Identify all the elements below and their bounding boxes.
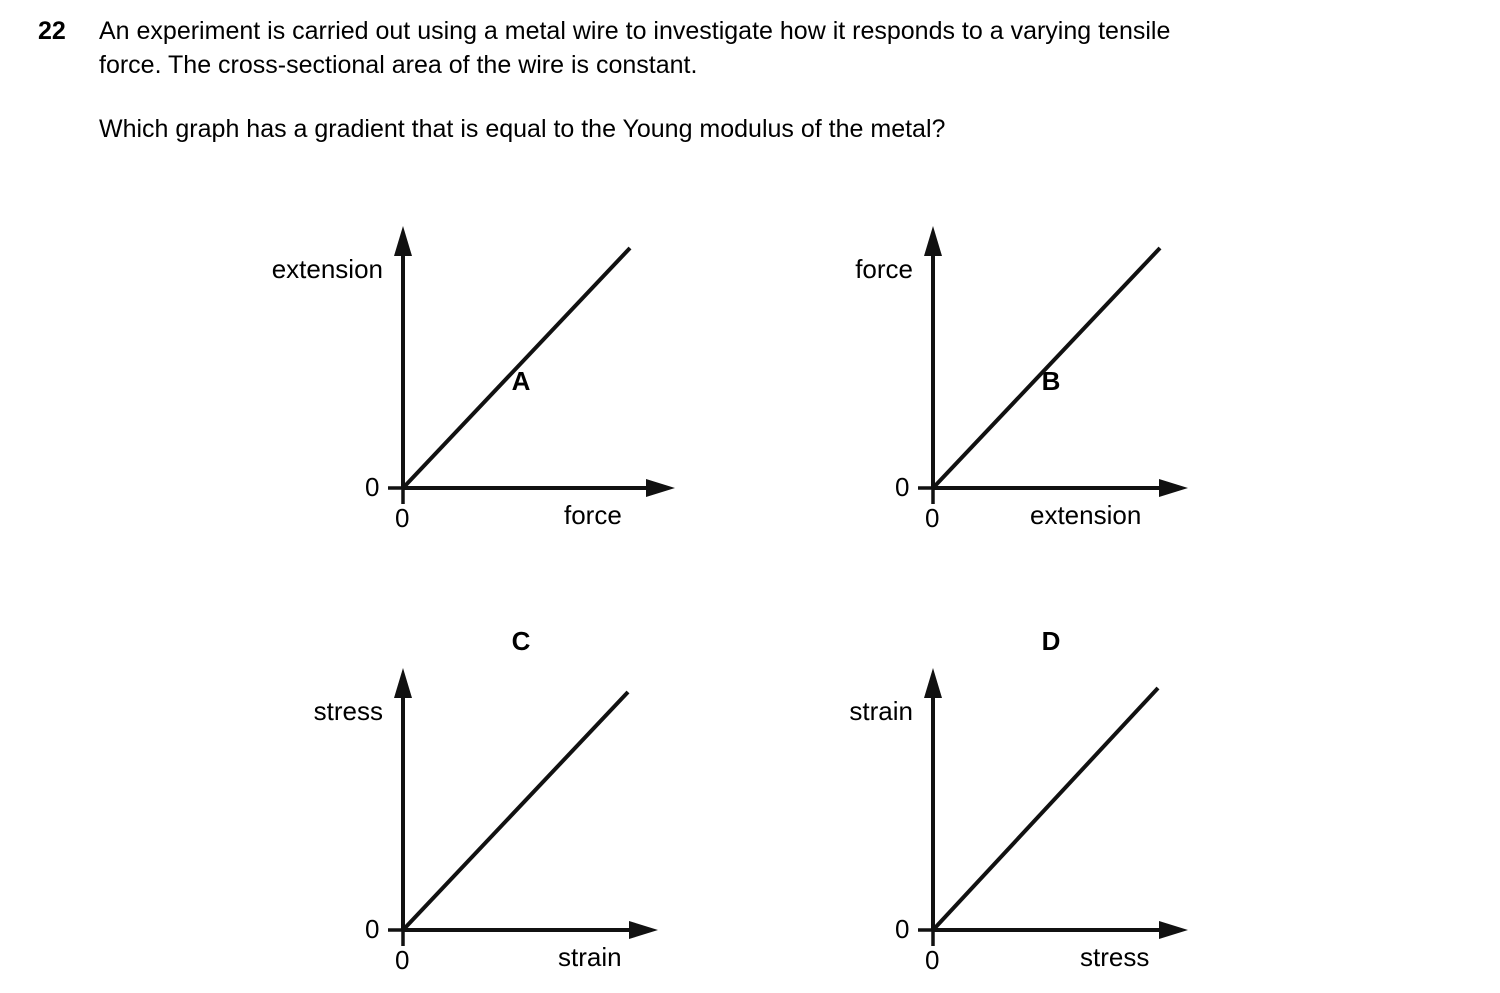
question-stem-line-1: An experiment is carried out using a met… [99,17,1171,45]
graph-a-y-axis-label: extension [271,254,383,284]
option-graph-d[interactable]: D strain stress 0 0 [730,620,1250,990]
graph-c-x-origin-zero: 0 [395,945,410,975]
question-number: 22 [38,17,66,45]
graph-b-y-origin-zero: 0 [895,472,910,502]
graph-a-y-origin-zero: 0 [365,472,380,502]
graph-c-x-axis-label: strain [558,942,622,972]
question-stem-line-2: force. The cross-sectional area of the w… [99,51,698,79]
option-letter-b: B [1041,366,1061,396]
graph-b-x-origin-zero: 0 [925,503,940,533]
graph-b-x-axis-label: extension [1030,500,1142,530]
graph-d-y-axis-label: strain [849,696,913,726]
graph-a-axes-and-line [388,226,675,504]
option-graph-a[interactable]: A extension force 0 0 [200,180,720,550]
graph-d-x-axis-label: stress [1080,942,1150,972]
graph-c-axes-and-line [388,668,658,946]
option-letter-a: A [511,366,531,396]
option-letter-d: D [1041,626,1061,656]
graph-d-y-origin-zero: 0 [895,914,910,944]
graph-a-x-axis-label: force [564,500,622,530]
graph-d-axes-and-line [918,668,1188,946]
graph-c-y-axis-label: stress [313,696,383,726]
option-graph-b[interactable]: B force extension 0 0 [730,180,1250,550]
graph-a-x-origin-zero: 0 [395,503,410,533]
option-graph-c[interactable]: C stress strain 0 0 [200,620,720,990]
graph-b-axes-and-line [918,226,1188,504]
question-prompt: Which graph has a gradient that is equal… [99,115,946,143]
question-stem: An experiment is carried out using a met… [99,14,1439,82]
option-letter-c: C [511,626,531,656]
graph-c-y-origin-zero: 0 [365,914,380,944]
graph-d-x-origin-zero: 0 [925,945,940,975]
graph-b-y-axis-label: force [855,254,913,284]
